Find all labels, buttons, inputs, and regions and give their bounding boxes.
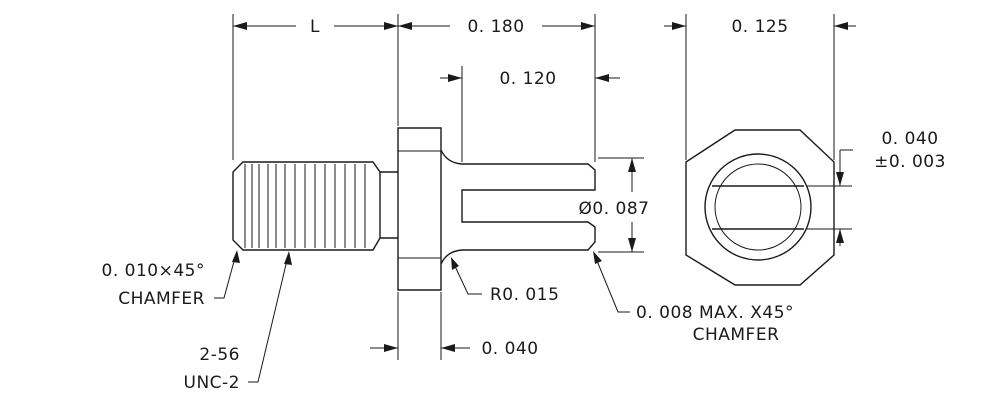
arrowhead [233,22,247,30]
tol-0003-label: ±0. 003 [874,152,946,172]
leader-radius: R0. 015 [451,257,559,305]
thread-size-label: 2-56 [199,345,240,365]
max-chamfer-word-label: CHAMFER [693,325,780,345]
hex-flange-side [397,127,442,291]
arrowhead [441,344,455,352]
leader-line [452,261,482,295]
inner-circle [714,163,802,251]
leader-thread-chamfer: 0. 010×45° CHAMFER [102,250,240,309]
outer-circle [704,153,812,261]
dimension-0125: 0. 125 [664,14,856,160]
thread-outline [232,161,381,251]
leader-line [214,253,237,299]
dim-0040-bottom-label: 0. 040 [481,339,538,359]
leader-thread-spec: 2-56 UNC-2 [184,251,292,393]
arrowhead [593,251,602,264]
arrowhead [398,22,412,30]
chamfer-word-label: CHAMFER [118,289,205,309]
dimension-0120: 0. 120 [440,66,620,162]
arrowhead [672,22,686,30]
threaded-shank [232,161,381,251]
leader-pin-chamfer: 0. 008 MAX. X45° CHAMFER [593,251,794,345]
arrowhead [232,250,240,263]
leader-line [594,255,630,313]
arrowhead [384,22,398,30]
arrowhead [448,74,462,82]
hex-end-view [685,129,835,286]
max-chamfer-label: 0. 008 MAX. X45° [636,303,794,323]
dim-L-label: L [310,17,320,37]
arrowhead [581,22,595,30]
pin-outline [440,149,596,265]
neck-outline [380,171,398,239]
dim-0040-label: 0. 040 [881,129,938,149]
arrowhead [384,344,398,352]
arrowhead [628,158,636,172]
radius-label: R0. 015 [490,285,559,305]
arrowhead [836,229,844,243]
dimension-0040-bottom: 0. 040 [370,292,538,360]
arrowhead [284,251,292,265]
arrowhead [836,172,844,186]
slotted-pin [440,149,596,265]
dimension-diameter: Ø0. 087 [579,157,650,253]
dimension-0180: 0. 180 [398,14,596,162]
dim-0120-label: 0. 120 [499,69,556,89]
flange-outline [397,127,442,291]
chamfer-size-label: 0. 010×45° [102,261,205,281]
dimension-L: L [232,14,399,160]
dim-0180-label: 0. 180 [467,17,524,37]
arrowhead [628,238,636,252]
arrowhead [451,257,459,270]
thread-class-label: UNC-2 [184,373,240,393]
arrowhead [834,22,848,30]
dim-0125-label: 0. 125 [731,17,788,37]
arrowhead [595,74,609,82]
hex-outline [685,129,835,286]
dimension-slot-width: 0. 040 ±0. 003 [806,129,946,246]
leader-line [248,255,289,383]
dia-0087-label: Ø0. 087 [579,199,650,219]
